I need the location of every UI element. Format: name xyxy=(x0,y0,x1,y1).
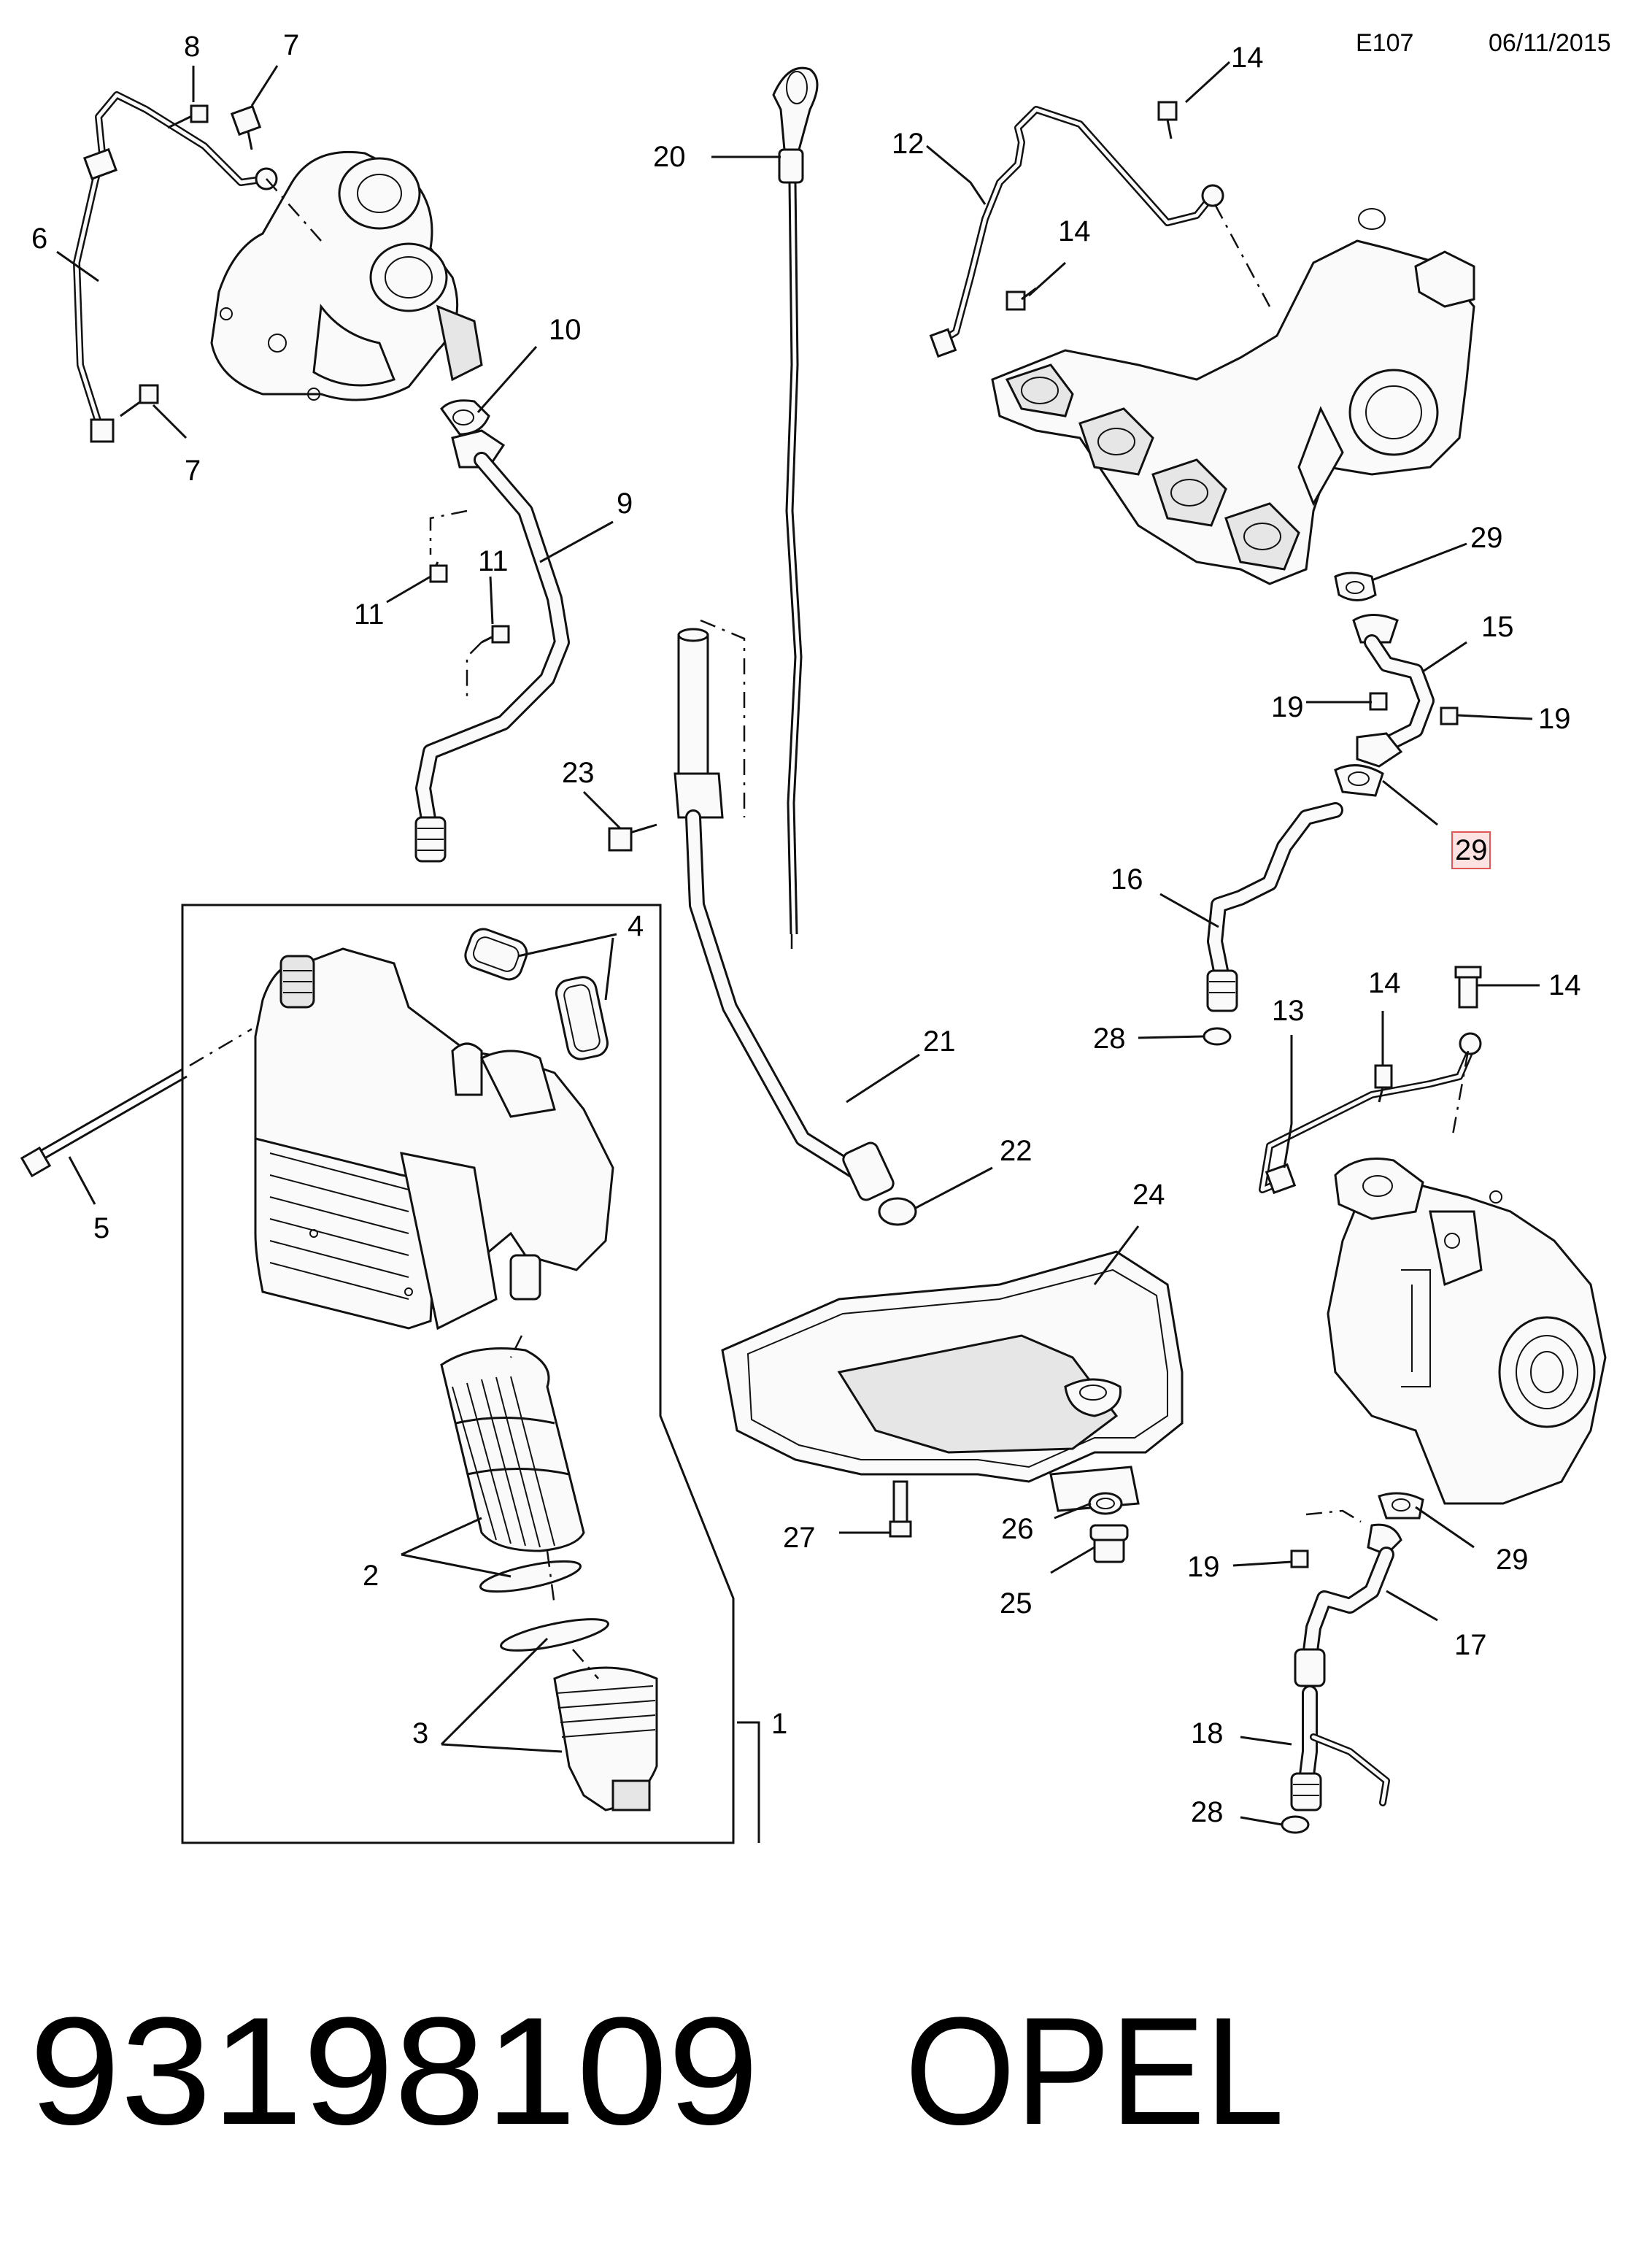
bolt-7-bottom xyxy=(120,384,159,417)
dash-dipstick xyxy=(700,619,793,949)
oil-return-pipe-15 xyxy=(1352,614,1435,768)
dash-12 xyxy=(1213,204,1271,307)
callout-7-bottom: 7 xyxy=(185,455,201,487)
highlight-box-29 xyxy=(1451,831,1491,869)
bolt-19-c xyxy=(1290,1549,1309,1568)
filter-assembly-box xyxy=(181,904,735,1844)
callout-9: 9 xyxy=(617,488,633,520)
leader-lines xyxy=(56,61,1540,1843)
oil-filter-cap-3 xyxy=(500,1618,658,1811)
gasket-29-a xyxy=(1334,571,1377,601)
diagram-code: E107 xyxy=(1356,29,1413,57)
bolt-11-b xyxy=(481,625,510,644)
callout-7-top: 7 xyxy=(283,29,299,61)
bolt-11-a xyxy=(429,561,448,583)
bolt-23 xyxy=(608,823,657,852)
bolt-8 xyxy=(167,104,209,129)
callout-28-a: 28 xyxy=(1093,1023,1126,1055)
oil-return-pipe-18 xyxy=(1290,1685,1390,1811)
gasket-29-c xyxy=(1378,1492,1424,1520)
oil-pan-24 xyxy=(721,1250,1184,1512)
oil-feed-pipe-13 xyxy=(1259,1032,1482,1195)
exhaust-manifold-turbo-upper-right xyxy=(991,208,1475,585)
bolt-14-c xyxy=(1374,1064,1393,1103)
part-number: 93198109 xyxy=(29,1985,759,2157)
oil-return-pipe-16 xyxy=(1206,802,1343,1012)
oil-feed-pipe-12 xyxy=(929,106,1224,358)
callout-29-c: 29 xyxy=(1496,1544,1529,1576)
oil-filter-element-2 xyxy=(440,1347,585,1593)
callout-20: 20 xyxy=(653,141,686,173)
callout-11-right: 11 xyxy=(478,545,509,577)
callout-27: 27 xyxy=(783,1522,816,1554)
callout-29-highlight: 29 xyxy=(1455,834,1488,866)
brand-name: OPEL xyxy=(905,1985,1284,2157)
callout-13: 13 xyxy=(1272,995,1305,1027)
dipstick-20 xyxy=(772,66,819,935)
o-ring-28-b xyxy=(1281,1815,1310,1834)
callout-24: 24 xyxy=(1132,1179,1165,1211)
gasket-29-b xyxy=(1334,764,1384,797)
callout-17: 17 xyxy=(1454,1629,1487,1661)
bolt-5 xyxy=(20,1068,188,1178)
callout-19-a: 19 xyxy=(1271,691,1304,723)
gasket-4-a xyxy=(464,928,528,981)
dash-7-turbo xyxy=(266,178,322,242)
seal-22 xyxy=(878,1197,917,1226)
bolt-14-d xyxy=(1454,966,1482,1009)
dash-bolt-5 xyxy=(189,1028,252,1067)
oil-cooler xyxy=(254,1137,498,1331)
callout-14-lower-left: 14 xyxy=(1368,967,1401,999)
callout-11-left: 11 xyxy=(354,598,385,631)
callout-10: 10 xyxy=(549,314,582,346)
callout-6: 6 xyxy=(31,223,47,255)
callout-22: 22 xyxy=(1000,1135,1032,1167)
callout-2: 2 xyxy=(363,1560,379,1592)
diagram-date: 06/11/2015 xyxy=(1489,29,1611,57)
drain-plug-25 xyxy=(1089,1524,1129,1563)
gasket-4-b xyxy=(555,976,609,1060)
callout-14-top: 14 xyxy=(1231,42,1264,74)
gasket-10 xyxy=(440,399,490,436)
dash-13 xyxy=(1451,1050,1470,1139)
dash-17 xyxy=(1305,1509,1362,1523)
bolt-14-b xyxy=(1006,287,1037,311)
callout-19-c: 19 xyxy=(1187,1551,1220,1583)
callout-25: 25 xyxy=(1000,1587,1032,1620)
dash-9 xyxy=(429,509,482,701)
bolt-7-top xyxy=(230,104,262,150)
bolt-14-a xyxy=(1157,101,1178,139)
callout-8: 8 xyxy=(184,31,200,63)
callout-23: 23 xyxy=(562,757,595,789)
callout-14-mid: 14 xyxy=(1058,215,1091,247)
turbocharger-lower-right xyxy=(1327,1158,1607,1505)
turbocharger-upper-left xyxy=(210,150,483,401)
callout-1: 1 xyxy=(771,1708,787,1740)
seal-26 xyxy=(1088,1492,1123,1515)
dipstick-tube-21 xyxy=(673,628,895,1201)
bolt-27 xyxy=(889,1480,912,1538)
dash-filter xyxy=(509,1335,599,1679)
callout-15: 15 xyxy=(1481,611,1514,643)
callout-4: 4 xyxy=(628,910,644,942)
oil-return-pipe-9 xyxy=(414,429,570,863)
callout-18: 18 xyxy=(1191,1717,1224,1749)
callout-21: 21 xyxy=(923,1025,956,1058)
callout-12: 12 xyxy=(892,128,925,160)
bolt-19-a xyxy=(1369,692,1388,711)
callout-26: 26 xyxy=(1001,1513,1034,1545)
bolt-19-b xyxy=(1440,706,1459,725)
callout-19-b: 19 xyxy=(1538,703,1571,735)
callout-28-b: 28 xyxy=(1191,1796,1224,1828)
oil-return-pipe-17 xyxy=(1294,1523,1402,1687)
callout-14-lower-right: 14 xyxy=(1548,969,1581,1001)
o-ring-28-a xyxy=(1203,1027,1232,1046)
callout-3: 3 xyxy=(412,1717,428,1749)
callout-5: 5 xyxy=(93,1212,109,1244)
callout-29-a: 29 xyxy=(1470,522,1503,554)
callout-16: 16 xyxy=(1111,863,1143,896)
